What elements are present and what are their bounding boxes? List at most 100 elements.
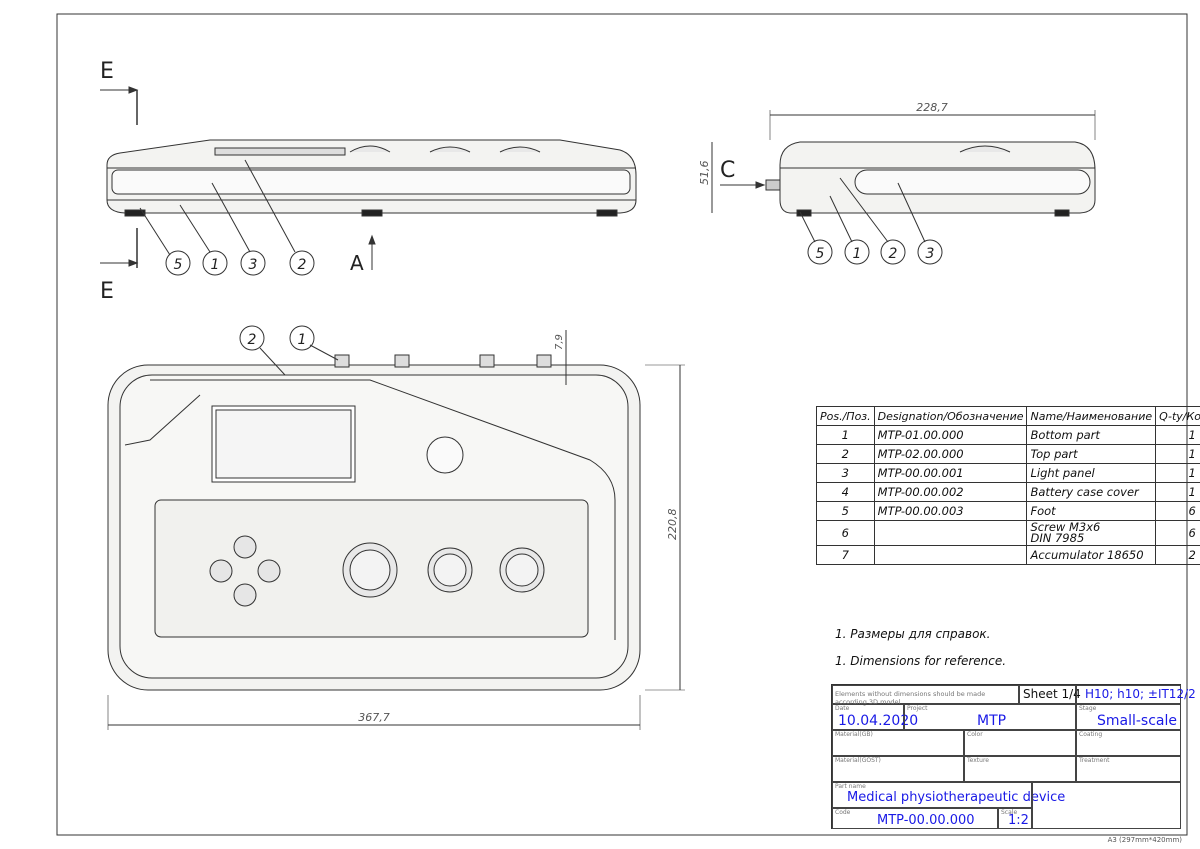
coating-label: Coating [1079,731,1103,738]
balloon-label: 2 [248,332,257,348]
dimension-side-length: 228,7 [916,101,948,114]
scale: 1:2 [1008,813,1029,828]
qty: 2 [1155,545,1200,565]
dimension-knob-height: 7,9 [554,334,565,350]
designation: MTP-00.00.003 [873,501,1028,521]
qty: 1 [1155,482,1200,502]
header-designation: Designation/Обозначение [873,406,1028,426]
dimension-top-depth: 220,8 [666,509,679,541]
table-header-row: Pos./Поз. Designation/Обозначение Name/Н… [816,406,1200,426]
designation: MTP-02.00.000 [873,444,1028,464]
designation [873,520,1028,546]
name: Battery case cover [1026,482,1157,502]
part-name-label: Part name [835,783,866,790]
note-ru: 1. Размеры для справок. [835,627,991,641]
section-label-e-bottom: E [100,279,114,304]
tolerances: H10; h10; ±IT12/2 [1085,687,1196,701]
pos: 4 [816,482,875,502]
texture-label: Texture [967,757,989,764]
side-view: 228,7 51,6 C 5 1 2 3 [698,101,1096,265]
pos: 7 [816,545,875,565]
name-line-1: Screw M3x6 [1030,520,1101,534]
designation [873,545,1028,565]
treatment-label: Treatment [1079,757,1110,764]
code: MTP-00.00.000 [877,813,975,828]
color-label: Color [967,731,983,738]
dpad [209,535,281,607]
date: 10.04.2020 [838,713,919,729]
date-label: Date [835,705,850,712]
front-view: E E A 5 1 3 2 [100,59,637,304]
pos: 5 [816,501,875,521]
coating-cell: Coating [1076,730,1181,756]
name-line-2: DIN 7985 [1030,531,1085,545]
balloon-label: 2 [298,257,307,273]
balloon-label: 1 [211,257,220,273]
designation: MTP-00.00.001 [873,463,1028,483]
project: MTP [977,713,1007,729]
note-en: 1. Dimensions for reference. [835,654,1007,668]
qty: 1 [1155,463,1200,483]
header-pos: Pos./Поз. [816,406,875,426]
name: Accumulator 18650 [1026,545,1157,565]
stage: Small-scale [1097,713,1178,729]
name: Bottom part [1026,425,1157,445]
material-gb-cell: Material(GB) [832,730,964,756]
qty: 1 [1155,425,1200,445]
treatment-cell: Treatment [1076,756,1181,782]
sheet-number: Sheet 1/4 [1023,687,1081,701]
code-label: Code [835,809,851,816]
part-name: Medical physiotherapeutic device [847,790,1066,805]
name: Top part [1026,444,1157,464]
scale-label: Scale [1001,809,1018,816]
dimension-side-height: 51,6 [698,161,711,186]
empty-cell [1032,782,1181,829]
balloon-label: 5 [816,246,825,262]
project-label: Project [907,705,928,712]
material-gb-label: Material(GB) [835,731,873,738]
top-view: 367,7 220,8 7,9 2 1 [107,325,685,730]
view-label-a: A [350,251,364,275]
name: Foot [1026,501,1157,521]
balloon-label: 1 [298,332,307,348]
general-note: Elements without dimensions should be ma… [835,690,986,706]
name: Light panel [1026,463,1157,483]
section-label-c: C [720,158,735,183]
header-qty: Q-ty/Кол-во [1155,406,1200,426]
pos: 6 [816,520,875,546]
title-block: Elements without dimensions should be ma… [831,684,1196,829]
balloon-label: 3 [926,246,935,262]
pos: 2 [816,444,875,464]
sheet-format: A3 (297mm*420mm) [1107,836,1182,844]
color-cell: Color [964,730,1076,756]
qty: 6 [1155,501,1200,521]
stage-label: Stage [1079,705,1097,712]
pos: 1 [816,425,875,445]
balloon-label: 2 [889,246,898,262]
general-note-cell: Elements without dimensions should be ma… [832,685,1019,706]
material-gost-label: Material(GOST) [835,757,881,764]
designation: MTP-01.00.000 [873,425,1028,445]
pos: 3 [816,463,875,483]
balloon-label: 5 [174,257,183,273]
dimension-top-width: 367,7 [358,711,390,724]
sheet-cell: Sheet 1/4 [1019,685,1081,704]
balloon-label: 3 [249,257,258,273]
tolerance-cell: H10; h10; ±IT12/2 [1076,685,1196,704]
balloon-label: 1 [853,246,862,262]
header-name: Name/Наименование [1026,406,1157,426]
section-label-e-top: E [100,59,114,84]
